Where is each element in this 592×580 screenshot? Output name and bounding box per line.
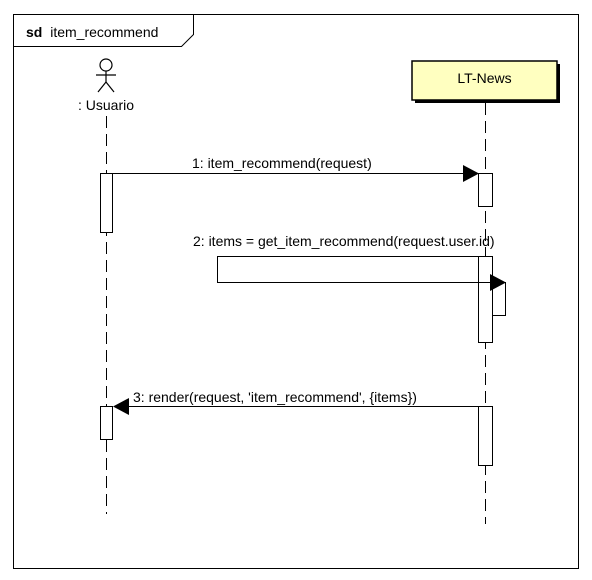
message-3-label: 3: render(request, 'item_recommend', {it… bbox=[133, 389, 417, 405]
message-2-line bbox=[217, 256, 490, 283]
message-1[interactable]: 1: item_recommend(request) bbox=[112, 155, 480, 182]
message-2[interactable]: 2: items = get_item_recommend(request.us… bbox=[193, 233, 506, 291]
actor-usuario[interactable]: : Usuario bbox=[78, 58, 134, 113]
message-1-arrowhead bbox=[463, 165, 479, 182]
message-1-label: 1: item_recommend(request) bbox=[192, 155, 372, 171]
frame-keyword: sd bbox=[26, 24, 42, 40]
message-2-arrowhead bbox=[490, 274, 506, 291]
object-ltnews-box bbox=[411, 60, 558, 101]
object-ltnews-label: LT-News bbox=[457, 70, 511, 86]
object-ltnews[interactable]: LT-News bbox=[411, 60, 560, 103]
activation-ltnews-2 bbox=[478, 256, 493, 343]
frame-label-tab bbox=[13, 14, 194, 47]
message-3-arrowhead bbox=[113, 398, 129, 415]
frame-name: item_recommend bbox=[50, 24, 158, 40]
activation-usuario-2 bbox=[100, 406, 113, 440]
message-2-label: 2: items = get_item_recommend(request.us… bbox=[193, 233, 495, 249]
frame-border bbox=[13, 14, 579, 569]
activation-usuario-1 bbox=[100, 173, 113, 233]
actor-usuario-label: : Usuario bbox=[78, 97, 134, 113]
actor-leg-right bbox=[105, 81, 115, 93]
message-3[interactable]: 3: render(request, 'item_recommend', {it… bbox=[113, 389, 479, 415]
actor-leg-left bbox=[97, 81, 107, 93]
frame-label: sd item_recommend bbox=[26, 24, 158, 40]
actor-head-icon bbox=[99, 58, 113, 72]
activation-ltnews-1 bbox=[478, 173, 493, 207]
activation-ltnews-3 bbox=[478, 406, 493, 466]
